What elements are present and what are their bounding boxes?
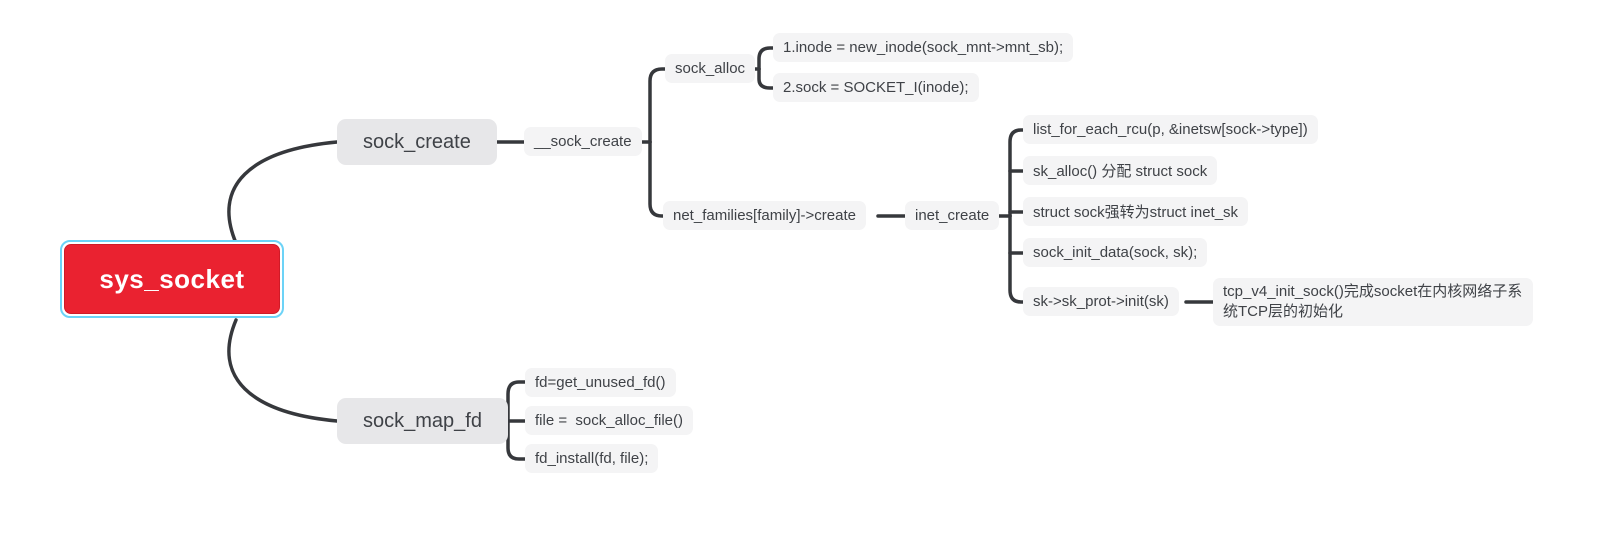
- connector-inner-to-net-families: [648, 140, 665, 218]
- connector-sock-alloc-to-socket-i: [757, 67, 775, 90]
- connector-map-fd-to-get-unused: [506, 380, 527, 423]
- node-socket-i-step[interactable]: 2.sock = SOCKET_I(inode);: [773, 73, 979, 102]
- node-sock-init-data[interactable]: sock_init_data(sock, sk);: [1023, 238, 1208, 267]
- node-fd-get-unused[interactable]: fd=get_unused_fd(): [525, 368, 676, 397]
- node-sk-prot-init[interactable]: sk->sk_prot->init(sk): [1023, 287, 1179, 316]
- node-tcp-v4-init-sock[interactable]: tcp_v4_init_sock()完成socket在内核网络子系统TCP层的初…: [1213, 278, 1533, 326]
- connector-inner-to-sock-alloc: [648, 67, 667, 144]
- root-node-selection-border: sys_socket: [60, 240, 284, 318]
- node-sock-map-fd[interactable]: sock_map_fd: [337, 398, 508, 444]
- connector-inet-to-sk-prot-init: [1008, 214, 1025, 304]
- node-sock-create[interactable]: sock_create: [337, 119, 497, 165]
- node-file-sock-alloc-file[interactable]: file = sock_alloc_file(): [525, 406, 693, 435]
- node-inet-create[interactable]: inet_create: [905, 201, 1000, 230]
- node-fd-install[interactable]: fd_install(fd, file);: [525, 444, 659, 473]
- connector-inet-to-list-rcu: [1008, 128, 1025, 218]
- node-sock-create-inner[interactable]: __sock_create: [524, 127, 642, 156]
- connector-root-to-sock-create: [227, 140, 339, 245]
- connector-map-fd-to-fd-install: [506, 419, 527, 461]
- node-struct-cast[interactable]: struct sock强转为struct inet_sk: [1023, 197, 1249, 226]
- node-net-families-create[interactable]: net_families[family]->create: [663, 201, 866, 230]
- connector-root-to-sock-map-fd: [227, 318, 339, 423]
- node-list-for-each-rcu[interactable]: list_for_each_rcu(p, &inetsw[sock->type]…: [1023, 115, 1318, 144]
- node-sock-alloc[interactable]: sock_alloc: [665, 54, 756, 83]
- connector-sock-alloc-to-inode: [757, 46, 775, 71]
- node-inode-step[interactable]: 1.inode = new_inode(sock_mnt->mnt_sb);: [773, 33, 1074, 62]
- node-sys-socket[interactable]: sys_socket: [64, 244, 280, 314]
- node-sk-alloc[interactable]: sk_alloc() 分配 struct sock: [1023, 156, 1218, 185]
